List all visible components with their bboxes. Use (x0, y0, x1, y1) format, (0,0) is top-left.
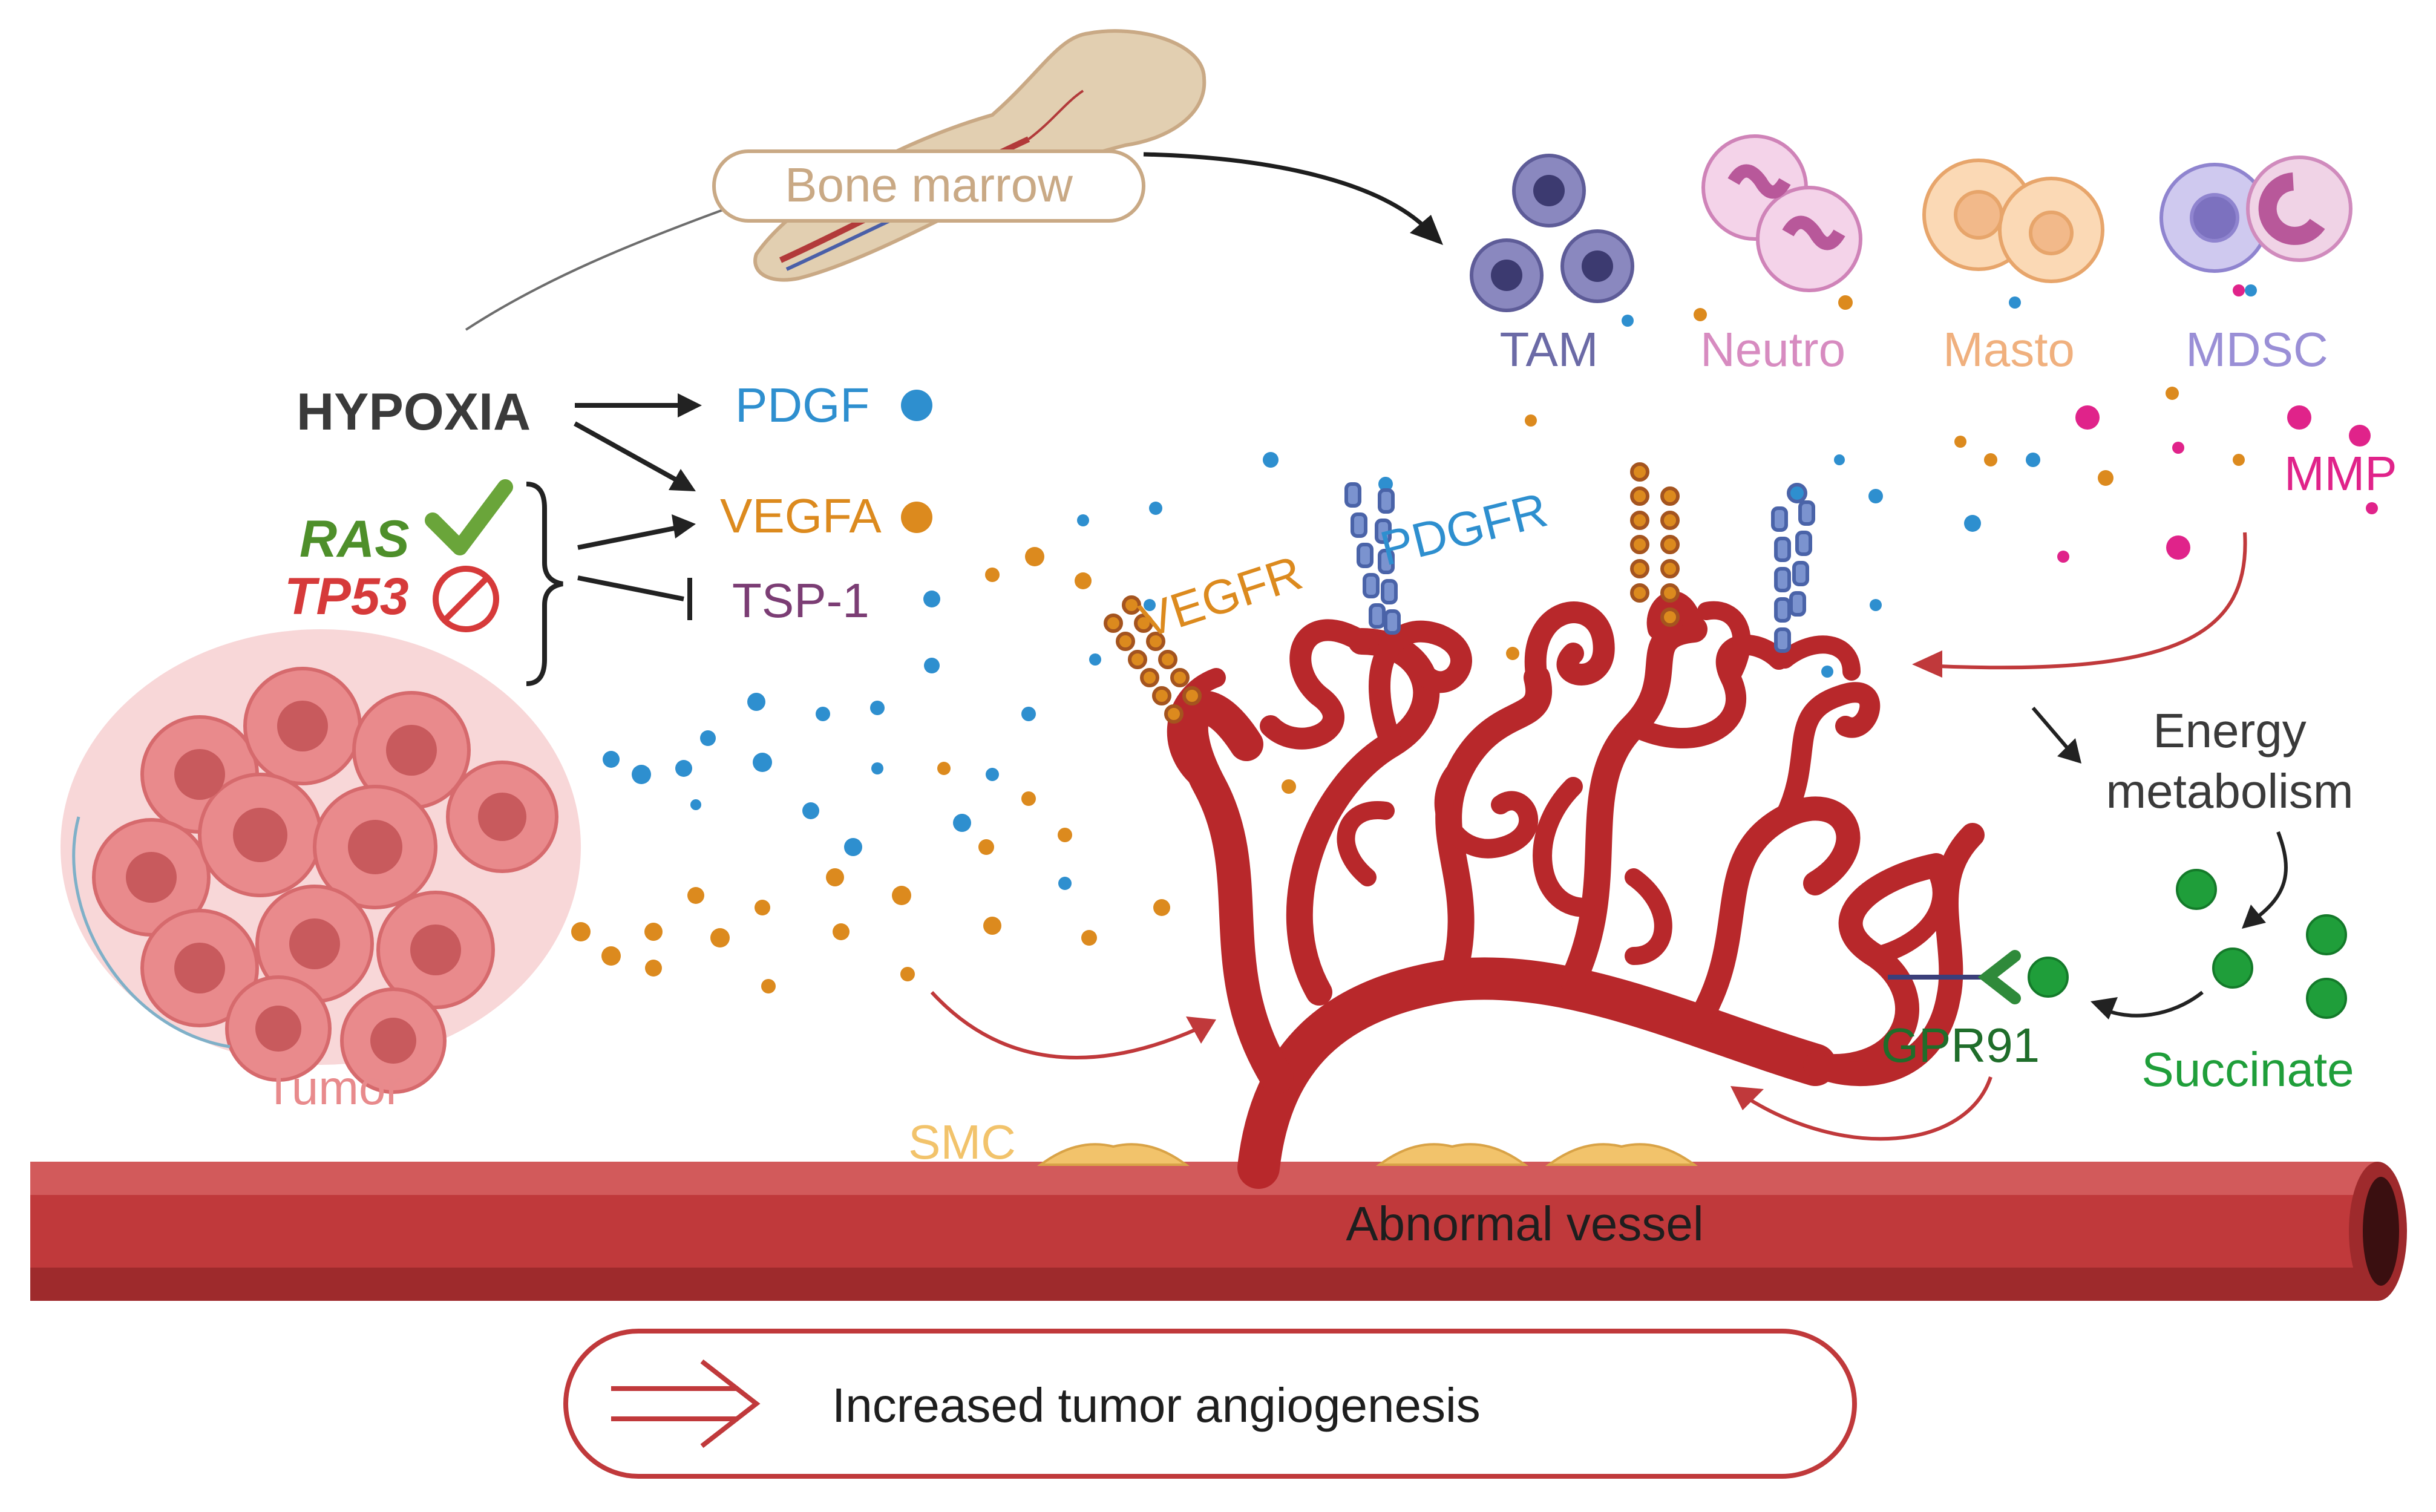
vegfa-particles (571, 295, 2245, 993)
succinate-label: Succinate (2141, 1042, 2354, 1096)
energy-label-1: Energy (2153, 704, 2306, 758)
legend: Increased tumor angiogenesis (563, 1329, 1857, 1479)
hypoxia-arrows (574, 403, 692, 620)
vegfa-label: VEGFA (720, 489, 882, 543)
mmp-label: MMP (2284, 447, 2397, 500)
abnormal-vessel (30, 1162, 2407, 1301)
succinate-molecules (2028, 869, 2347, 1019)
masto-cells (1922, 159, 2104, 283)
angiogenic-sprouts (1167, 591, 1985, 1189)
gpr91-label: GPR91 (1881, 1018, 2040, 1072)
bone-marrow-label: Bone marrow (785, 158, 1073, 212)
pdgfr-receptor (1344, 482, 1401, 635)
pdgf-particles (603, 284, 2257, 890)
legend-label: Increased tumor angiogenesis (832, 1378, 1481, 1432)
ras-label: RAS (300, 510, 410, 568)
tam-label: TAM (1500, 322, 1599, 376)
vegfa-dot (901, 502, 932, 533)
vegfr-label: VEGFR (1133, 545, 1309, 648)
pdgf-label: PDGF (735, 378, 869, 432)
mmp-particles (2057, 284, 2378, 563)
smc-label: SMC (908, 1115, 1016, 1169)
neutro-label: Neutro (1700, 322, 1845, 376)
check-icon (425, 479, 513, 555)
mdsc-cells (2159, 155, 2353, 273)
double-arrow-icon (611, 1359, 761, 1448)
tumor-label: Tumor (264, 1061, 402, 1114)
tumor-cells (61, 629, 581, 1094)
tam-cells (1470, 154, 1634, 312)
mdsc-label: MDSC (2186, 322, 2328, 376)
hypoxia-label: HYPOXIA (296, 383, 531, 441)
brace (526, 482, 563, 686)
neutro-cells (1701, 134, 1862, 292)
energy-label-2: metabolism (2106, 764, 2353, 818)
vegfr-receptor-2 (1630, 462, 1680, 627)
gpr91-receptor (1888, 950, 2021, 1004)
pdgf-dot (901, 390, 932, 421)
prohibited-icon (433, 566, 499, 632)
smc-cells (1036, 1143, 1698, 1166)
pdgfr-label: PDGFR (1375, 482, 1553, 575)
pdgfr-receptor-2 (1771, 483, 1815, 653)
tsp1-label: TSP-1 (732, 574, 869, 627)
vessel-label: Abnormal vessel (1346, 1197, 1703, 1251)
masto-label: Masto (1943, 322, 2075, 376)
vegfr-receptor (1104, 595, 1202, 724)
tp53-label: TP53 (284, 568, 409, 626)
bone-marrow-box (712, 149, 1145, 223)
